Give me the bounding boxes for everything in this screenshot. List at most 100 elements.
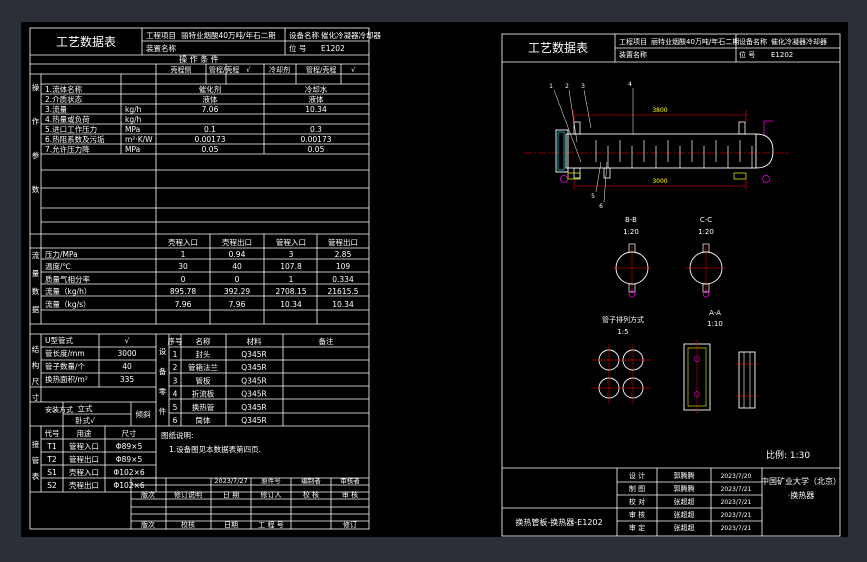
part-material: Q345R — [241, 403, 266, 412]
balloon-number: 5 — [591, 193, 595, 200]
bottom-header: 版次 — [141, 520, 155, 529]
flow-row-label: 流量（kg/h） — [45, 286, 91, 296]
flow-value: 0 — [235, 275, 240, 284]
part-no: 3 — [173, 376, 178, 385]
op-row-unit: m²·K/W — [125, 135, 153, 144]
part-material: Q345R — [241, 350, 266, 359]
parts-header: 材料 — [247, 336, 262, 346]
sheet1-title: 工艺数据表 — [56, 34, 116, 49]
op-row-shell: 催化剂 — [199, 84, 222, 94]
nozzle-size: Φ89×5 — [116, 442, 143, 451]
section-cc-label: C-C — [700, 216, 712, 224]
flow-value: 40 — [232, 262, 242, 271]
op-header: 操 作 条 件 — [179, 54, 219, 64]
section-cc-scale: 1:20 — [698, 228, 714, 236]
tb-role: 设 计 — [629, 471, 645, 480]
rev-header: 审 核 — [342, 490, 358, 499]
drawing-svg: 工艺数据表 工程项目 丽特业烟酸40万吨/年石二期 装置名称 设备名称 催化冷凝… — [29, 27, 841, 537]
notes-title: 图纸说明: — [161, 430, 194, 440]
proj-label: 工程项目 — [146, 31, 176, 40]
flow-value: 392.29 — [224, 287, 250, 296]
cad-canvas[interactable]: 工艺数据表 工程项目 丽特业烟酸40万吨/年石二期 装置名称 设备名称 催化冷凝… — [21, 22, 848, 537]
op-row-label: 5.进口工作压力 — [45, 124, 97, 134]
nozzle-code: S2 — [47, 481, 57, 490]
nozzle-code: T1 — [46, 442, 57, 451]
balloon-number: 6 — [599, 203, 603, 210]
flow-header: 壳程出口 — [222, 237, 252, 247]
flow-value: 1 — [181, 250, 186, 259]
flow-header: 管程出口 — [328, 237, 358, 247]
op-row-unit: MPa — [125, 145, 140, 154]
rev-header: 校 核 — [303, 490, 319, 499]
col-shell-name: 管程/壳程 — [209, 65, 239, 74]
op-row-tube: 0.3 — [310, 125, 322, 134]
nozzle-use: 管程出口 — [69, 454, 99, 464]
part-no: 1 — [173, 350, 178, 359]
parts-header: 名称 — [196, 336, 211, 346]
saddle-left — [567, 172, 581, 180]
parts-header: 备注 — [319, 336, 334, 346]
exchanger-elevation — [524, 88, 791, 203]
section-aa-scale: 1:10 — [707, 320, 723, 328]
flow-row-label: 温度/℃ — [45, 261, 71, 271]
op-row-shell: 0.00173 — [194, 135, 225, 144]
baffles — [595, 140, 753, 168]
part-name: 折流板 — [192, 389, 215, 399]
sheet2 — [501, 33, 841, 537]
flow-row-label: 压力/MPa — [45, 249, 78, 259]
school-name: 中国矿业大学（北京） — [761, 476, 841, 486]
s2-no-label: 位 号 — [739, 50, 755, 59]
part-material: Q345R — [241, 390, 266, 399]
s2-name-label: 设备名称 — [739, 37, 767, 46]
bottom-header: 日期 — [224, 521, 238, 529]
struct-label: 换热面积/m² — [45, 374, 88, 384]
flow-value: 7.96 — [175, 300, 192, 309]
sheet1-dynamic: 操作参数流量数据结构尺寸接管表设备零件1.流体名称催化剂冷却水2.介质状态液体液… — [32, 82, 361, 529]
flow-value: 107.8 — [280, 262, 302, 271]
part-no: 4 — [173, 390, 178, 399]
tb-date: 2023/7/21 — [721, 499, 752, 506]
rev-check: 审核者 — [340, 476, 360, 485]
op-row-shell: 液体 — [203, 94, 218, 104]
no-value: E1202 — [321, 44, 345, 53]
op-row-tube: 液体 — [309, 94, 324, 104]
section-b-char: 数 — [32, 286, 40, 296]
section-bb-label: B-B — [625, 216, 637, 224]
rev-header: 版次 — [141, 490, 155, 499]
rev-header: 修订说明 — [174, 490, 202, 499]
s2-proj-label: 工程项目 — [619, 37, 647, 46]
part-no: 6 — [173, 416, 178, 425]
flow-row-label: 质量气相分率 — [45, 274, 90, 284]
no-label: 位 号 — [289, 43, 306, 53]
op-row-unit: kg/h — [125, 105, 142, 114]
main-scale: 比例: 1:30 — [766, 449, 810, 461]
leader-5 — [595, 161, 602, 193]
nozzle-size: Φ89×5 — [116, 455, 143, 464]
col-check: √ — [246, 66, 251, 74]
channel-flange — [555, 129, 569, 173]
section-b-char: 据 — [32, 305, 40, 314]
bottom-header: 校核 — [181, 520, 195, 529]
section-b-char: 流 — [32, 250, 40, 260]
tb-name: 郭腾腾 — [674, 471, 695, 480]
balloon-number: 1 — [549, 83, 553, 90]
install-opt: 倾斜 — [136, 409, 151, 419]
sheet2-border — [501, 33, 841, 537]
op-row-tube: 0.05 — [308, 145, 325, 154]
name-value: 催化冷凝器冷却器 — [321, 30, 381, 40]
struct-label: 管子数量/个 — [45, 361, 86, 371]
section-aa-label: A-A — [709, 309, 721, 317]
leader-1 — [553, 89, 582, 163]
section-a-char: 参 — [32, 150, 40, 160]
shell-body — [565, 133, 757, 169]
leader-6 — [603, 161, 608, 203]
struct-value: √ — [125, 336, 130, 345]
part-name: 筒体 — [196, 415, 211, 425]
s2-name-value: 催化冷凝器冷却器 — [771, 37, 827, 46]
section-c-char: 构 — [32, 360, 40, 370]
flow-row-label: 流量（kg/s） — [45, 299, 91, 309]
section-detail-right — [738, 351, 756, 409]
nozzle-s1 — [738, 121, 746, 135]
nozzle-size: Φ102×6 — [113, 468, 145, 477]
